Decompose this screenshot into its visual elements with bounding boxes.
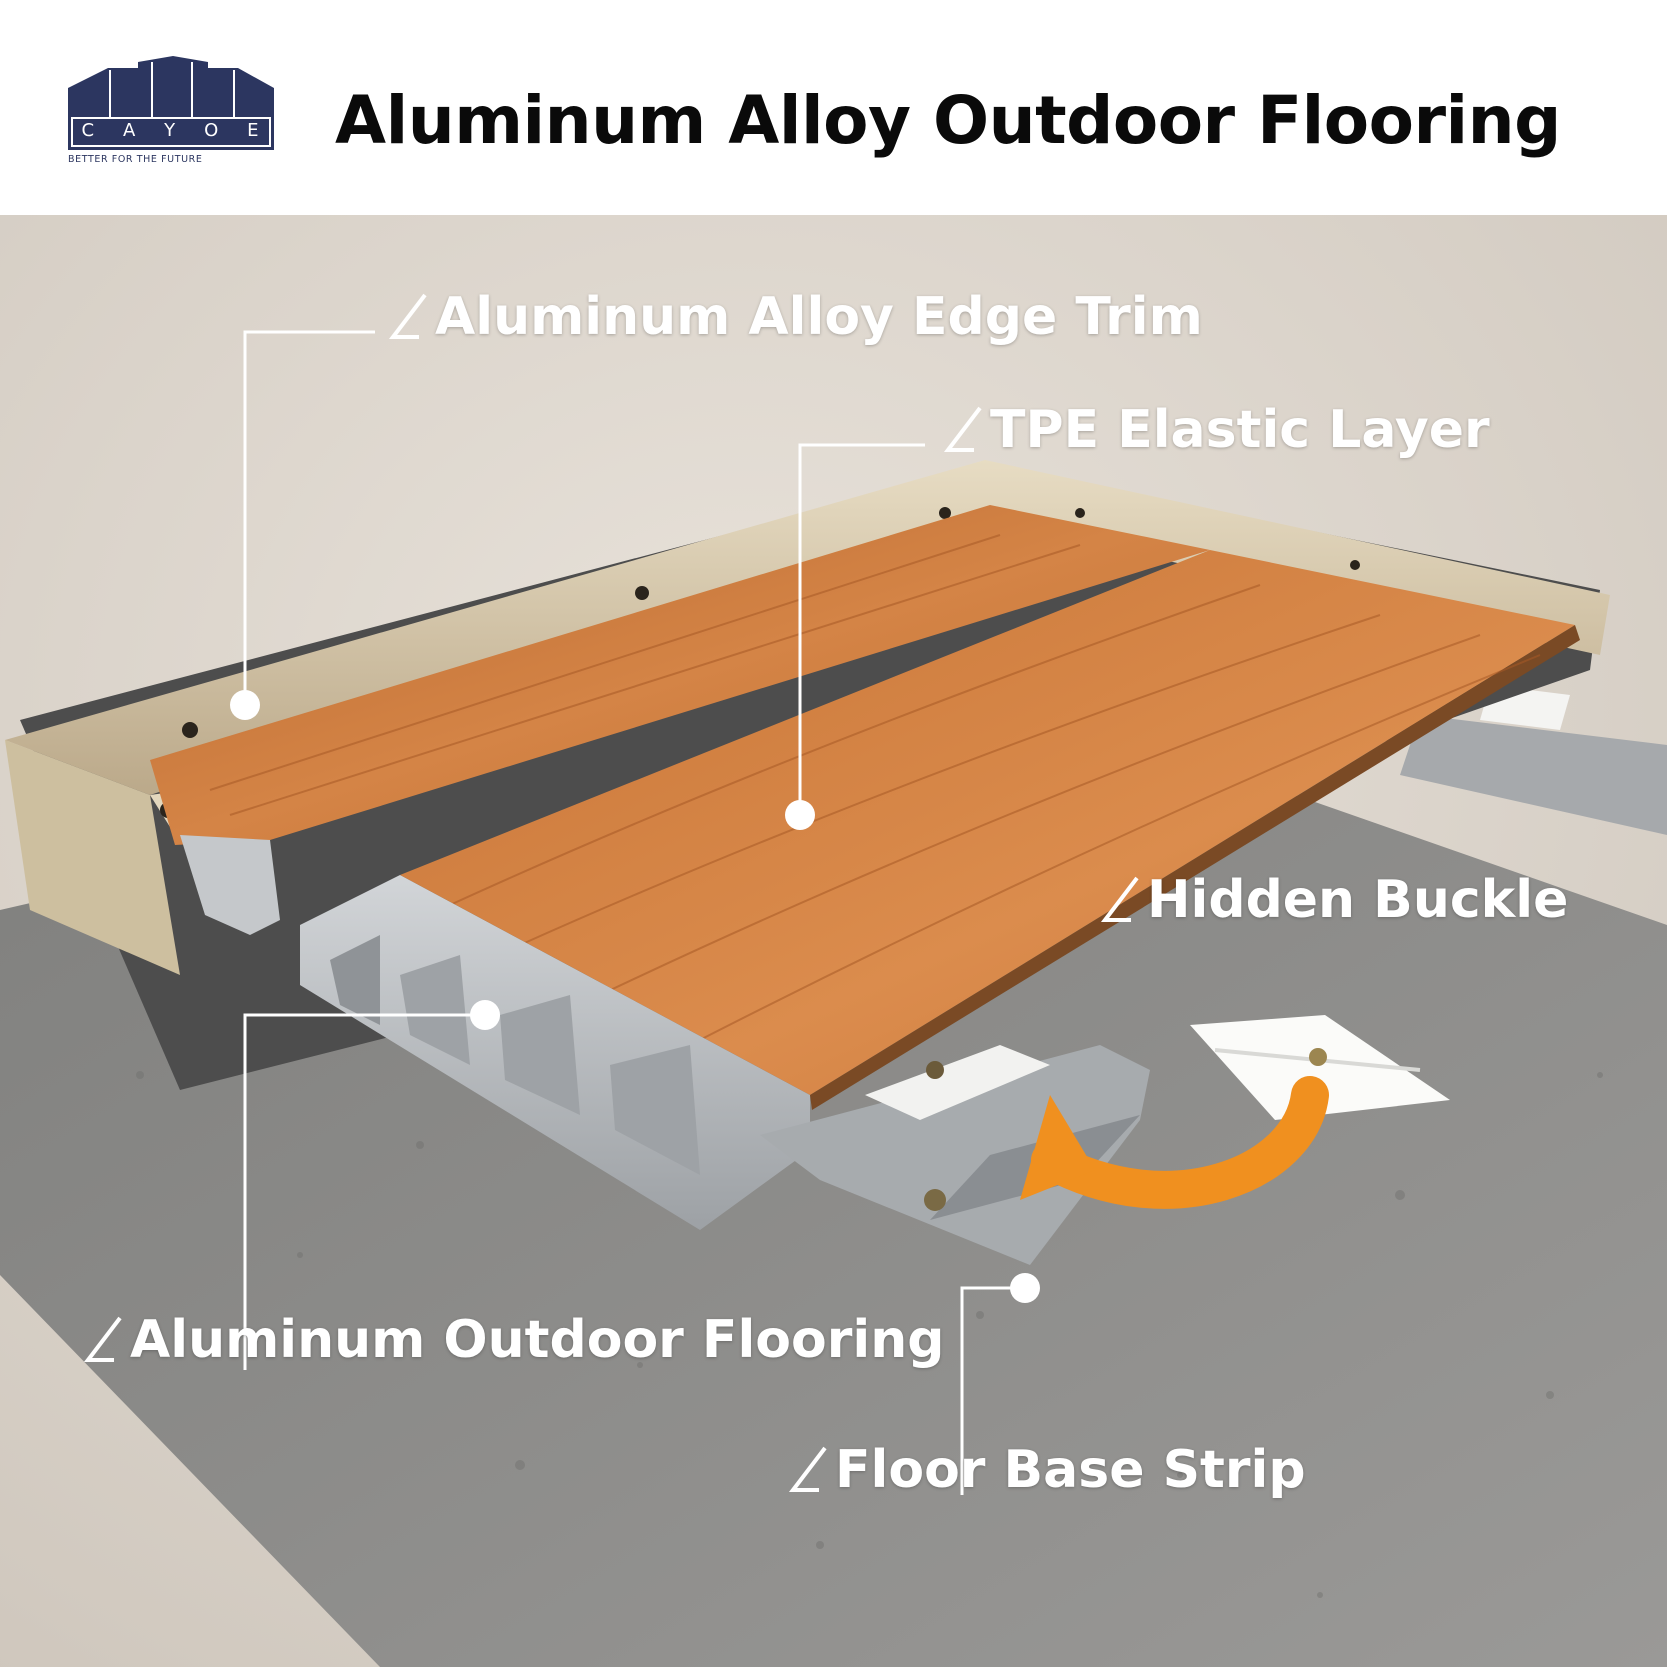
logo-letter: C: [81, 119, 97, 141]
logo-letter: A: [122, 119, 138, 141]
callout-tpe-layer: TPE Elastic Layer: [940, 400, 1490, 460]
profile-slot: [500, 995, 580, 1115]
logo-letter: E: [247, 119, 261, 141]
leader-dots: [230, 690, 1040, 1303]
dot-outdoor-flooring: [470, 1000, 500, 1030]
dot-edge-trim: [230, 690, 260, 720]
product-illustration: Aluminum Alloy Edge Trim TPE Elastic Lay…: [0, 215, 1667, 1667]
callout-label: Floor Base Strip: [835, 1440, 1306, 1500]
logo-mark: [68, 56, 274, 150]
profile-slot: [400, 955, 470, 1065]
dot-base-strip: [1010, 1273, 1040, 1303]
flooring-diagram: [0, 215, 1667, 1667]
leader-outdoor-flooring: [243, 1013, 485, 1370]
wood-grain: [209, 534, 1541, 1046]
leader-lines: [243, 330, 1025, 1495]
callout-outdoor-flooring: Aluminum Outdoor Flooring: [80, 1310, 944, 1370]
callout-label: Aluminum Alloy Edge Trim: [435, 287, 1203, 347]
callout-label: Hidden Buckle: [1147, 870, 1569, 930]
concrete-texture: [136, 1071, 1603, 1598]
angle-mark-icon: [83, 1316, 122, 1362]
header: C A Y O E BETTER FOR THE FUTURE Aluminum…: [0, 0, 1667, 215]
logo-letters: C A Y O E: [68, 119, 274, 141]
callout-label: Aluminum Outdoor Flooring: [130, 1310, 945, 1370]
insert-arrow: [1031, 1076, 1329, 1209]
logo-tagline: BETTER FOR THE FUTURE: [68, 154, 203, 165]
page-title: Aluminum Alloy Outdoor Flooring: [335, 82, 1561, 159]
callout-edge-trim: Aluminum Alloy Edge Trim: [385, 287, 1203, 347]
angle-mark-icon: [388, 293, 427, 339]
callout-label: TPE Elastic Layer: [990, 400, 1490, 460]
leader-edge-trim: [243, 330, 375, 705]
buckle-screw-loose: [1309, 1048, 1327, 1066]
wood-plank-side: [810, 625, 1580, 1110]
buckle-screw: [926, 1061, 944, 1079]
edge-trim-side: [5, 740, 180, 975]
trim-screws: [160, 507, 1360, 818]
angle-mark-icon: [1100, 876, 1139, 922]
logo-letter: Y: [164, 119, 178, 141]
left-profile-end: [180, 835, 280, 935]
mounted-buckle: [865, 1045, 1050, 1120]
loose-buckle: [1190, 1015, 1450, 1120]
profile-slot: [330, 935, 380, 1025]
leader-tpe-layer: [798, 443, 925, 815]
angle-mark-icon: [943, 406, 982, 452]
brand-logo: C A Y O E BETTER FOR THE FUTURE: [68, 56, 278, 168]
edge-trim-frame: [5, 460, 1610, 795]
angle-mark-icon: [788, 1446, 827, 1492]
wood-plank-left: [150, 505, 1210, 845]
callout-base-strip: Floor Base Strip: [785, 1440, 1306, 1500]
base-screw: [924, 1189, 946, 1211]
leader-base-strip: [960, 1286, 1025, 1495]
rear-base-strip: [1400, 715, 1667, 835]
callout-hidden-buckle: Hidden Buckle: [1097, 870, 1568, 930]
profile-slot: [610, 1045, 700, 1175]
insert-arrow-head: [1020, 1095, 1095, 1200]
dot-tpe-layer: [785, 800, 815, 830]
logo-letter: O: [204, 119, 221, 141]
